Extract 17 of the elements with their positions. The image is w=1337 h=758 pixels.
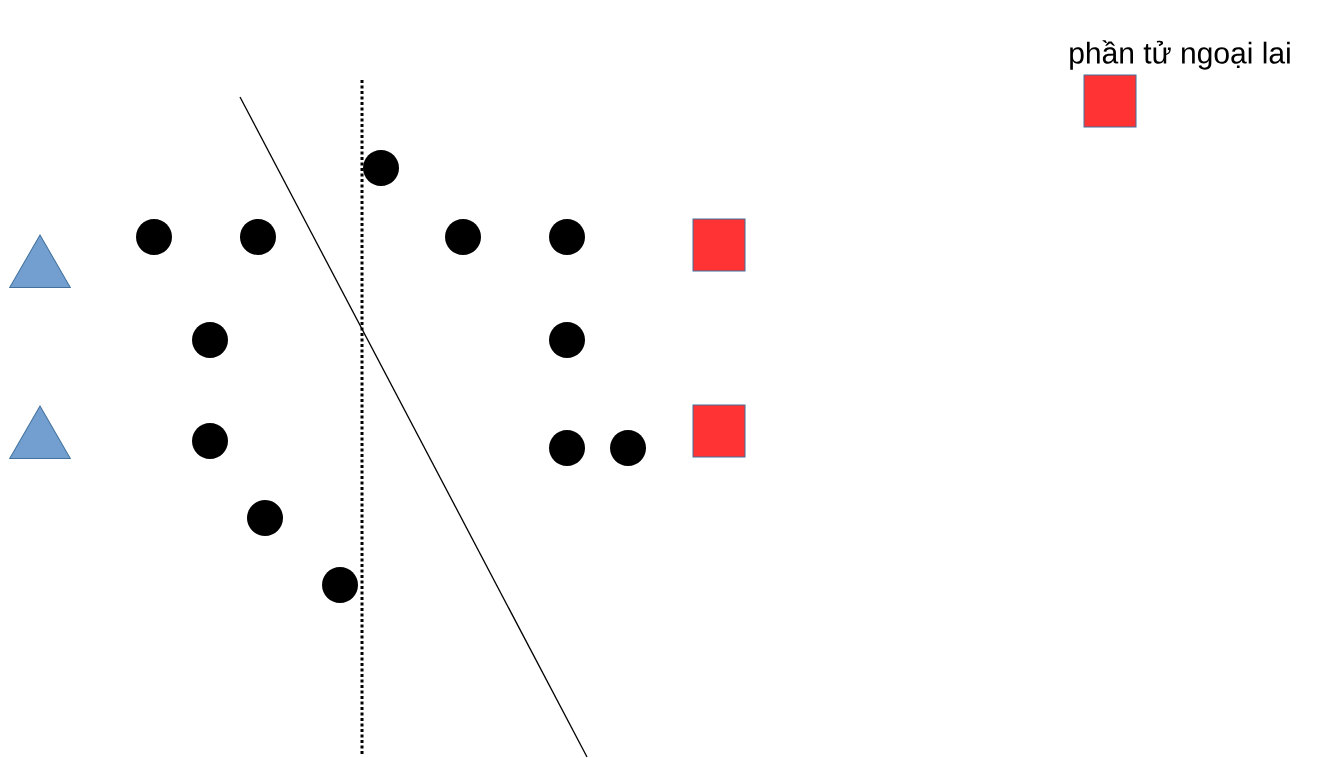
data-point [192,322,228,358]
data-point [363,150,399,186]
data-point [549,322,585,358]
data-point [549,219,585,255]
data-point [445,219,481,255]
data-point [136,219,172,255]
data-point [549,430,585,466]
triangle-marker [9,405,71,459]
data-point [247,500,283,536]
outlier-square [692,404,746,458]
data-point [240,219,276,255]
data-point [192,423,228,459]
triangle-marker [9,234,71,288]
legend-label: phần tử ngoại lai [1070,40,1290,70]
data-point [610,430,646,466]
outlier-square [692,218,746,272]
data-point [322,567,358,603]
